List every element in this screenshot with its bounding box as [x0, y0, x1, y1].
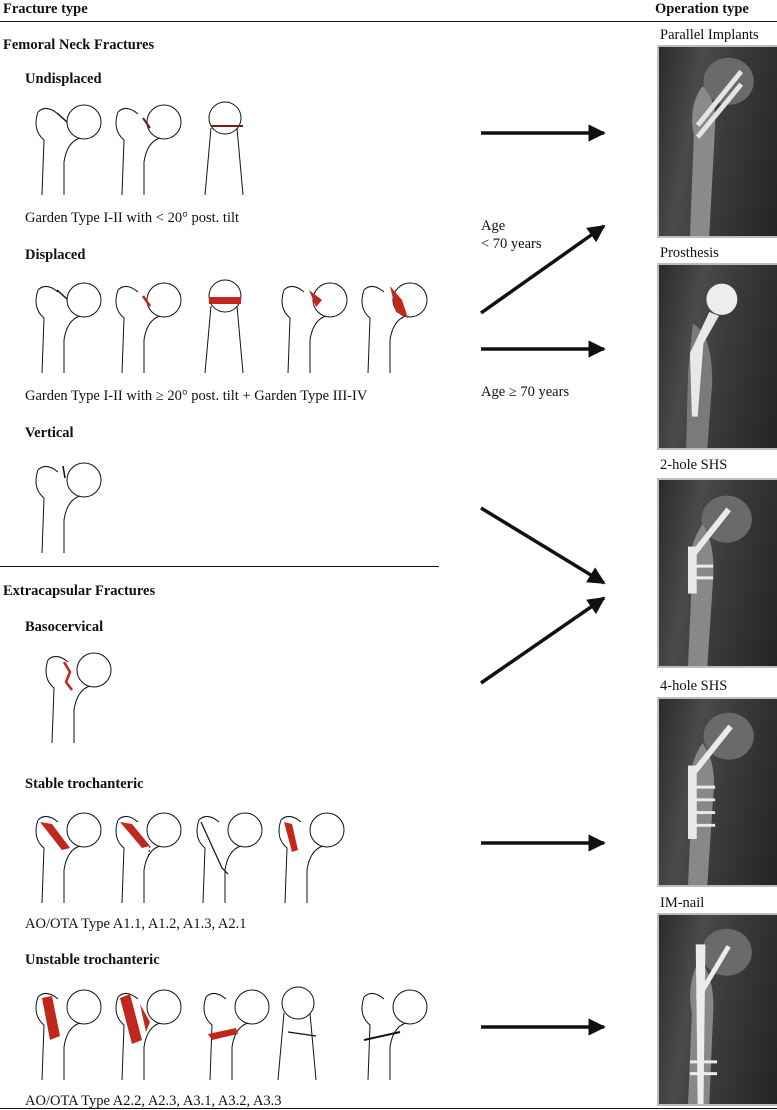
xray-4-hole-shs [657, 697, 777, 887]
femoral-neck-heading: Femoral Neck Fractures [3, 37, 155, 53]
unstable-femur-3 [203, 989, 270, 1081]
vertical-femur [35, 462, 102, 554]
arrow-basocervical-to-2-hole-shs [480, 596, 606, 685]
fracture-type-header: Fracture type [3, 1, 88, 17]
op-label-im-nail: IM-nail [660, 895, 705, 911]
xray-prosthesis [657, 263, 777, 450]
xray-parallel-implants [657, 45, 777, 238]
unstable-femur-4 [277, 986, 317, 1081]
basocervical-femur [45, 652, 112, 744]
unstable-caption: AO/OTA Type A2.2, A2.3, A3.1, A3.2, A3.3 [25, 1093, 282, 1109]
extracapsular-heading: Extracapsular Fractures [3, 583, 156, 599]
displaced-femur-1 [35, 282, 102, 374]
stable-title: Stable trochanteric [25, 776, 144, 792]
stable-femur-4 [278, 812, 345, 904]
stable-femur-3 [196, 812, 263, 904]
undisplaced-title: Undisplaced [25, 71, 102, 87]
header-rule [0, 21, 777, 22]
section-divider [0, 566, 439, 567]
displaced-title: Displaced [25, 247, 86, 263]
xray-im-nail [657, 913, 777, 1106]
unstable-femur-1 [35, 989, 102, 1081]
undisplaced-femur-3 [204, 101, 244, 196]
unstable-title: Unstable trochanteric [25, 952, 160, 968]
displaced-femur-3 [204, 279, 244, 374]
op-label-4-hole-shs: 4-hole SHS [660, 678, 728, 694]
stable-caption: AO/OTA Type A1.1, A1.2, A1.3, A2.1 [25, 916, 247, 932]
unstable-femur-2 [115, 989, 182, 1081]
basocervical-title: Basocervical [25, 619, 104, 635]
age-under-70-line2: < 70 years [481, 236, 542, 252]
xray-2-hole-shs [657, 478, 777, 668]
unstable-femur-5 [361, 989, 428, 1081]
displaced-femur-4 [281, 282, 348, 374]
undisplaced-caption: Garden Type I-II with < 20° post. tilt [25, 210, 240, 226]
undisplaced-femur-2 [115, 104, 182, 196]
vertical-title: Vertical [25, 425, 74, 441]
age-over-70-label: Age ≥ 70 years [481, 384, 570, 400]
displaced-caption: Garden Type I-II with ≥ 20° post. tilt +… [25, 388, 368, 404]
op-label-prosthesis: Prosthesis [660, 245, 719, 261]
stable-femur-2 [115, 812, 182, 904]
arrow-vertical-to-2-hole-shs [480, 506, 606, 585]
op-label-parallel-implants: Parallel Implants [660, 27, 759, 43]
operation-type-header: Operation type [655, 1, 749, 17]
undisplaced-femur-1 [35, 104, 102, 196]
age-under-70-line1: Age [481, 218, 506, 234]
displaced-femur-2 [115, 282, 182, 374]
footer-rule [0, 1108, 777, 1109]
displaced-femur-5 [361, 282, 428, 374]
stable-femur-1 [35, 812, 102, 904]
op-label-2-hole-shs: 2-hole SHS [660, 457, 728, 473]
